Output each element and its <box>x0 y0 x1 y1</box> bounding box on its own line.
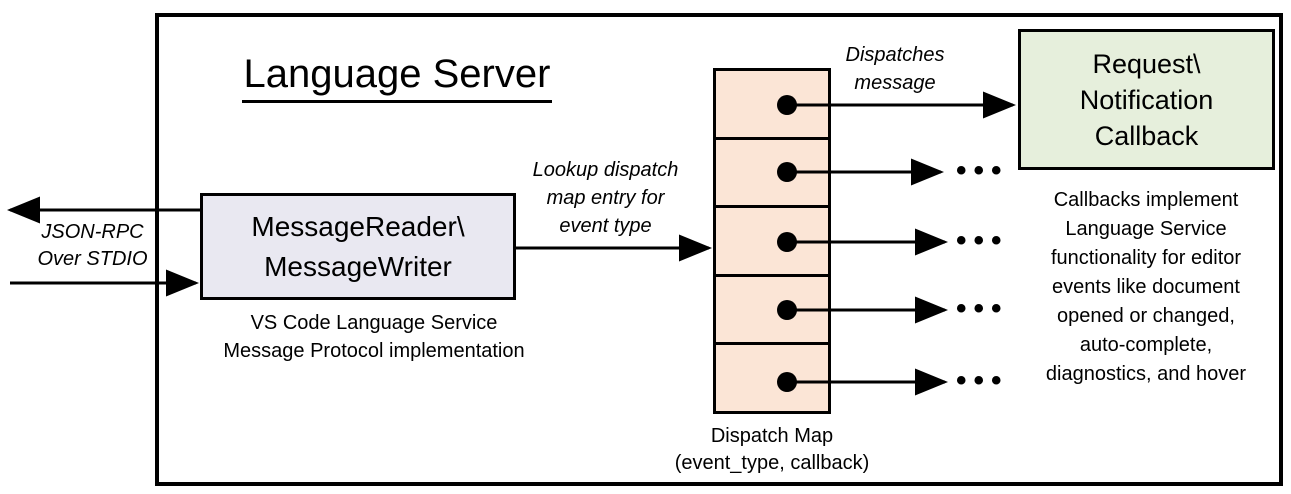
callbacks-description: Callbacks implement Language Service fun… <box>1014 186 1278 389</box>
request-notification-callback-box: Request\ Notification Callback <box>1018 29 1275 170</box>
dispatch-map-cell-4 <box>716 273 828 343</box>
dispatch-map-cell-2 <box>716 136 828 206</box>
reader-caption: VS Code Language Service Message Protoco… <box>214 309 534 365</box>
json-rpc-label-line2: Over STDIO <box>37 248 148 270</box>
callbacks-note-line7: diagnostics, and hover <box>1045 363 1247 385</box>
callbacks-note-line4: events like document <box>1052 276 1240 298</box>
message-reader-writer-box: MessageReader\ MessageWriter <box>200 193 516 300</box>
ellipsis-row-3: ••• <box>956 224 1009 257</box>
callbacks-note-line3: functionality for editor <box>1050 247 1242 269</box>
dispatches-label-line2: message <box>854 72 936 94</box>
dispatch-map-cell-1 <box>716 71 828 137</box>
reader-caption-line1: VS Code Language Service <box>250 312 498 334</box>
lookup-label-line2: map entry for <box>546 187 665 209</box>
lookup-dispatch-label: Lookup dispatch map entry for event type <box>513 156 698 240</box>
callback-box-line2: Notification <box>1079 84 1214 115</box>
callbacks-note-line1: Callbacks implement <box>1053 189 1239 211</box>
dispatches-message-label: Dispatches message <box>820 41 970 97</box>
page-title-text: Language Server <box>241 52 553 103</box>
callback-box-line1: Request\ <box>1092 48 1201 79</box>
reader-box-line2: MessageWriter <box>264 250 452 282</box>
lookup-label-line3: event type <box>559 215 652 237</box>
page-title: Language Server <box>157 52 637 103</box>
ellipsis-row-4: ••• <box>956 292 1009 325</box>
ellipsis-row-5: ••• <box>956 364 1009 397</box>
reader-caption-line2: Message Protocol implementation <box>223 340 525 362</box>
dispatch-map-cell-3 <box>716 205 828 274</box>
dispatch-map-label: Dispatch Map (event_type, callback) <box>662 423 882 477</box>
callbacks-note-line5: opened or changed, <box>1057 305 1235 327</box>
dispatch-map <box>713 68 831 414</box>
json-rpc-label-line1: JSON-RPC <box>41 221 144 243</box>
lookup-label-line1: Lookup dispatch <box>532 159 679 181</box>
callbacks-note-line6: auto-complete, <box>1079 334 1213 356</box>
callback-box-line3: Callback <box>1094 120 1199 151</box>
ellipsis-row-2: ••• <box>956 154 1009 187</box>
dispatch-map-cell-5 <box>716 342 828 411</box>
dispatch-map-label-line2: (event_type, callback) <box>674 452 870 474</box>
reader-box-line1: MessageReader\ <box>251 210 465 242</box>
json-rpc-stdio-label: JSON-RPC Over STDIO <box>15 219 170 273</box>
callbacks-note-line2: Language Service <box>1065 218 1227 240</box>
dispatches-label-line1: Dispatches <box>845 44 945 66</box>
dispatch-map-label-line1: Dispatch Map <box>710 425 834 447</box>
